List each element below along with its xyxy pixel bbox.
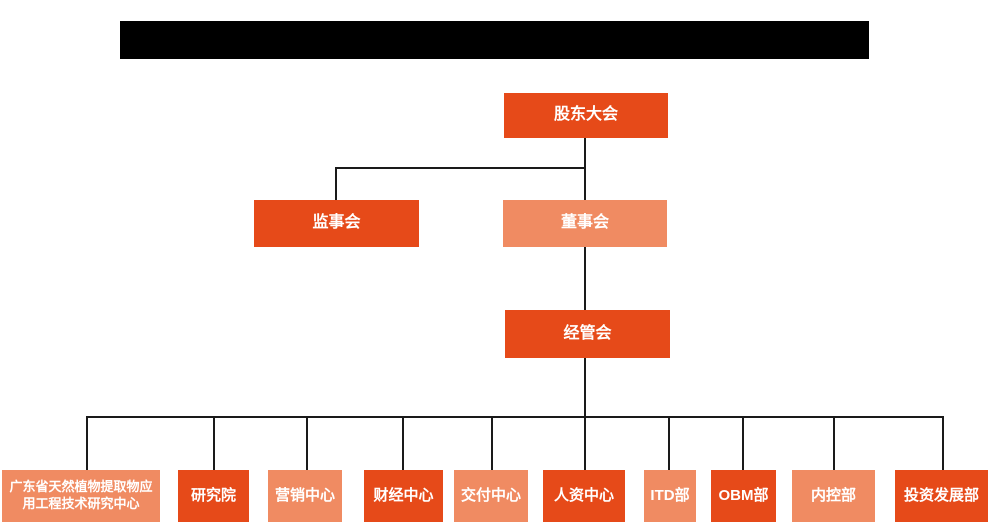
connector-drop-hr	[584, 416, 586, 470]
org-node-research-center: 广东省天然植物提取物应用工程技术研究中心	[2, 470, 160, 522]
org-node-internal-control-dept: 内控部	[792, 470, 875, 522]
connector-drop-finance	[402, 416, 404, 470]
connector-to-supervisory	[335, 167, 337, 200]
org-node-label: 董事会	[560, 214, 609, 232]
connector-drop-internal-control	[833, 416, 835, 470]
org-node-marketing-center: 营销中心	[268, 470, 342, 522]
org-node-hr-center: 人资中心	[543, 470, 625, 522]
org-node-research-institute: 研究院	[178, 470, 249, 522]
org-node-delivery-center: 交付中心	[454, 470, 528, 522]
org-node-label: 广东省天然植物提取物应用工程技术研究中心	[9, 479, 153, 511]
connector-drop-investment	[942, 416, 944, 470]
connector-drop-delivery	[491, 416, 493, 470]
org-node-label: 研究院	[190, 487, 236, 505]
org-node-board-of-directors: 董事会	[503, 200, 667, 247]
org-node-label: OBM部	[718, 487, 769, 505]
connector-drop-research-center	[86, 416, 88, 470]
connector-management-down	[584, 358, 586, 418]
connector-level2-branch	[335, 167, 586, 169]
org-node-investment-development-dept: 投资发展部	[895, 470, 988, 522]
connector-board-to-management	[584, 247, 586, 310]
connector-drop-institute	[213, 416, 215, 470]
org-node-label: 监事会	[312, 214, 361, 232]
connector-drop-itd	[668, 416, 670, 470]
org-node-label: 营销中心	[274, 487, 335, 505]
org-node-label: 经管会	[563, 324, 612, 342]
connector-departments-branch	[86, 416, 944, 418]
connector-drop-marketing	[306, 416, 308, 470]
redacted-title-bar	[120, 21, 869, 59]
org-node-label: 人资中心	[553, 487, 614, 505]
org-node-label: 交付中心	[460, 487, 521, 505]
org-node-label: 内控部	[810, 487, 856, 505]
org-node-label: 财经中心	[373, 487, 434, 505]
connector-drop-obm	[742, 416, 744, 470]
org-node-label: 股东大会	[553, 106, 618, 124]
org-node-shareholders-meeting: 股东大会	[504, 93, 668, 138]
org-node-obm-dept: OBM部	[711, 470, 776, 522]
org-node-label: 投资发展部	[903, 487, 979, 505]
org-node-management-committee: 经管会	[505, 310, 670, 358]
org-node-label: ITD部	[650, 487, 690, 505]
org-node-supervisory-board: 监事会	[254, 200, 419, 247]
org-node-itd-dept: ITD部	[644, 470, 696, 522]
org-node-finance-center: 财经中心	[364, 470, 443, 522]
connector-root-to-board	[584, 138, 586, 200]
